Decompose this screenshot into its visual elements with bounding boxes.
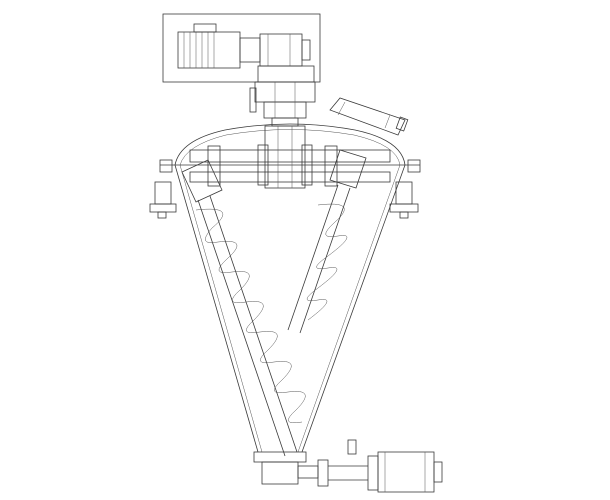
- support-legs: [149, 181, 419, 219]
- motor-assembly: [162, 13, 321, 83]
- drive-arm: [189, 125, 391, 189]
- discharge-valve: [253, 439, 443, 493]
- right-screw: [287, 149, 367, 334]
- left-screw: [181, 159, 306, 457]
- gearbox: [249, 81, 316, 127]
- conical-vessel: [159, 123, 421, 453]
- inspection-port: [329, 97, 409, 136]
